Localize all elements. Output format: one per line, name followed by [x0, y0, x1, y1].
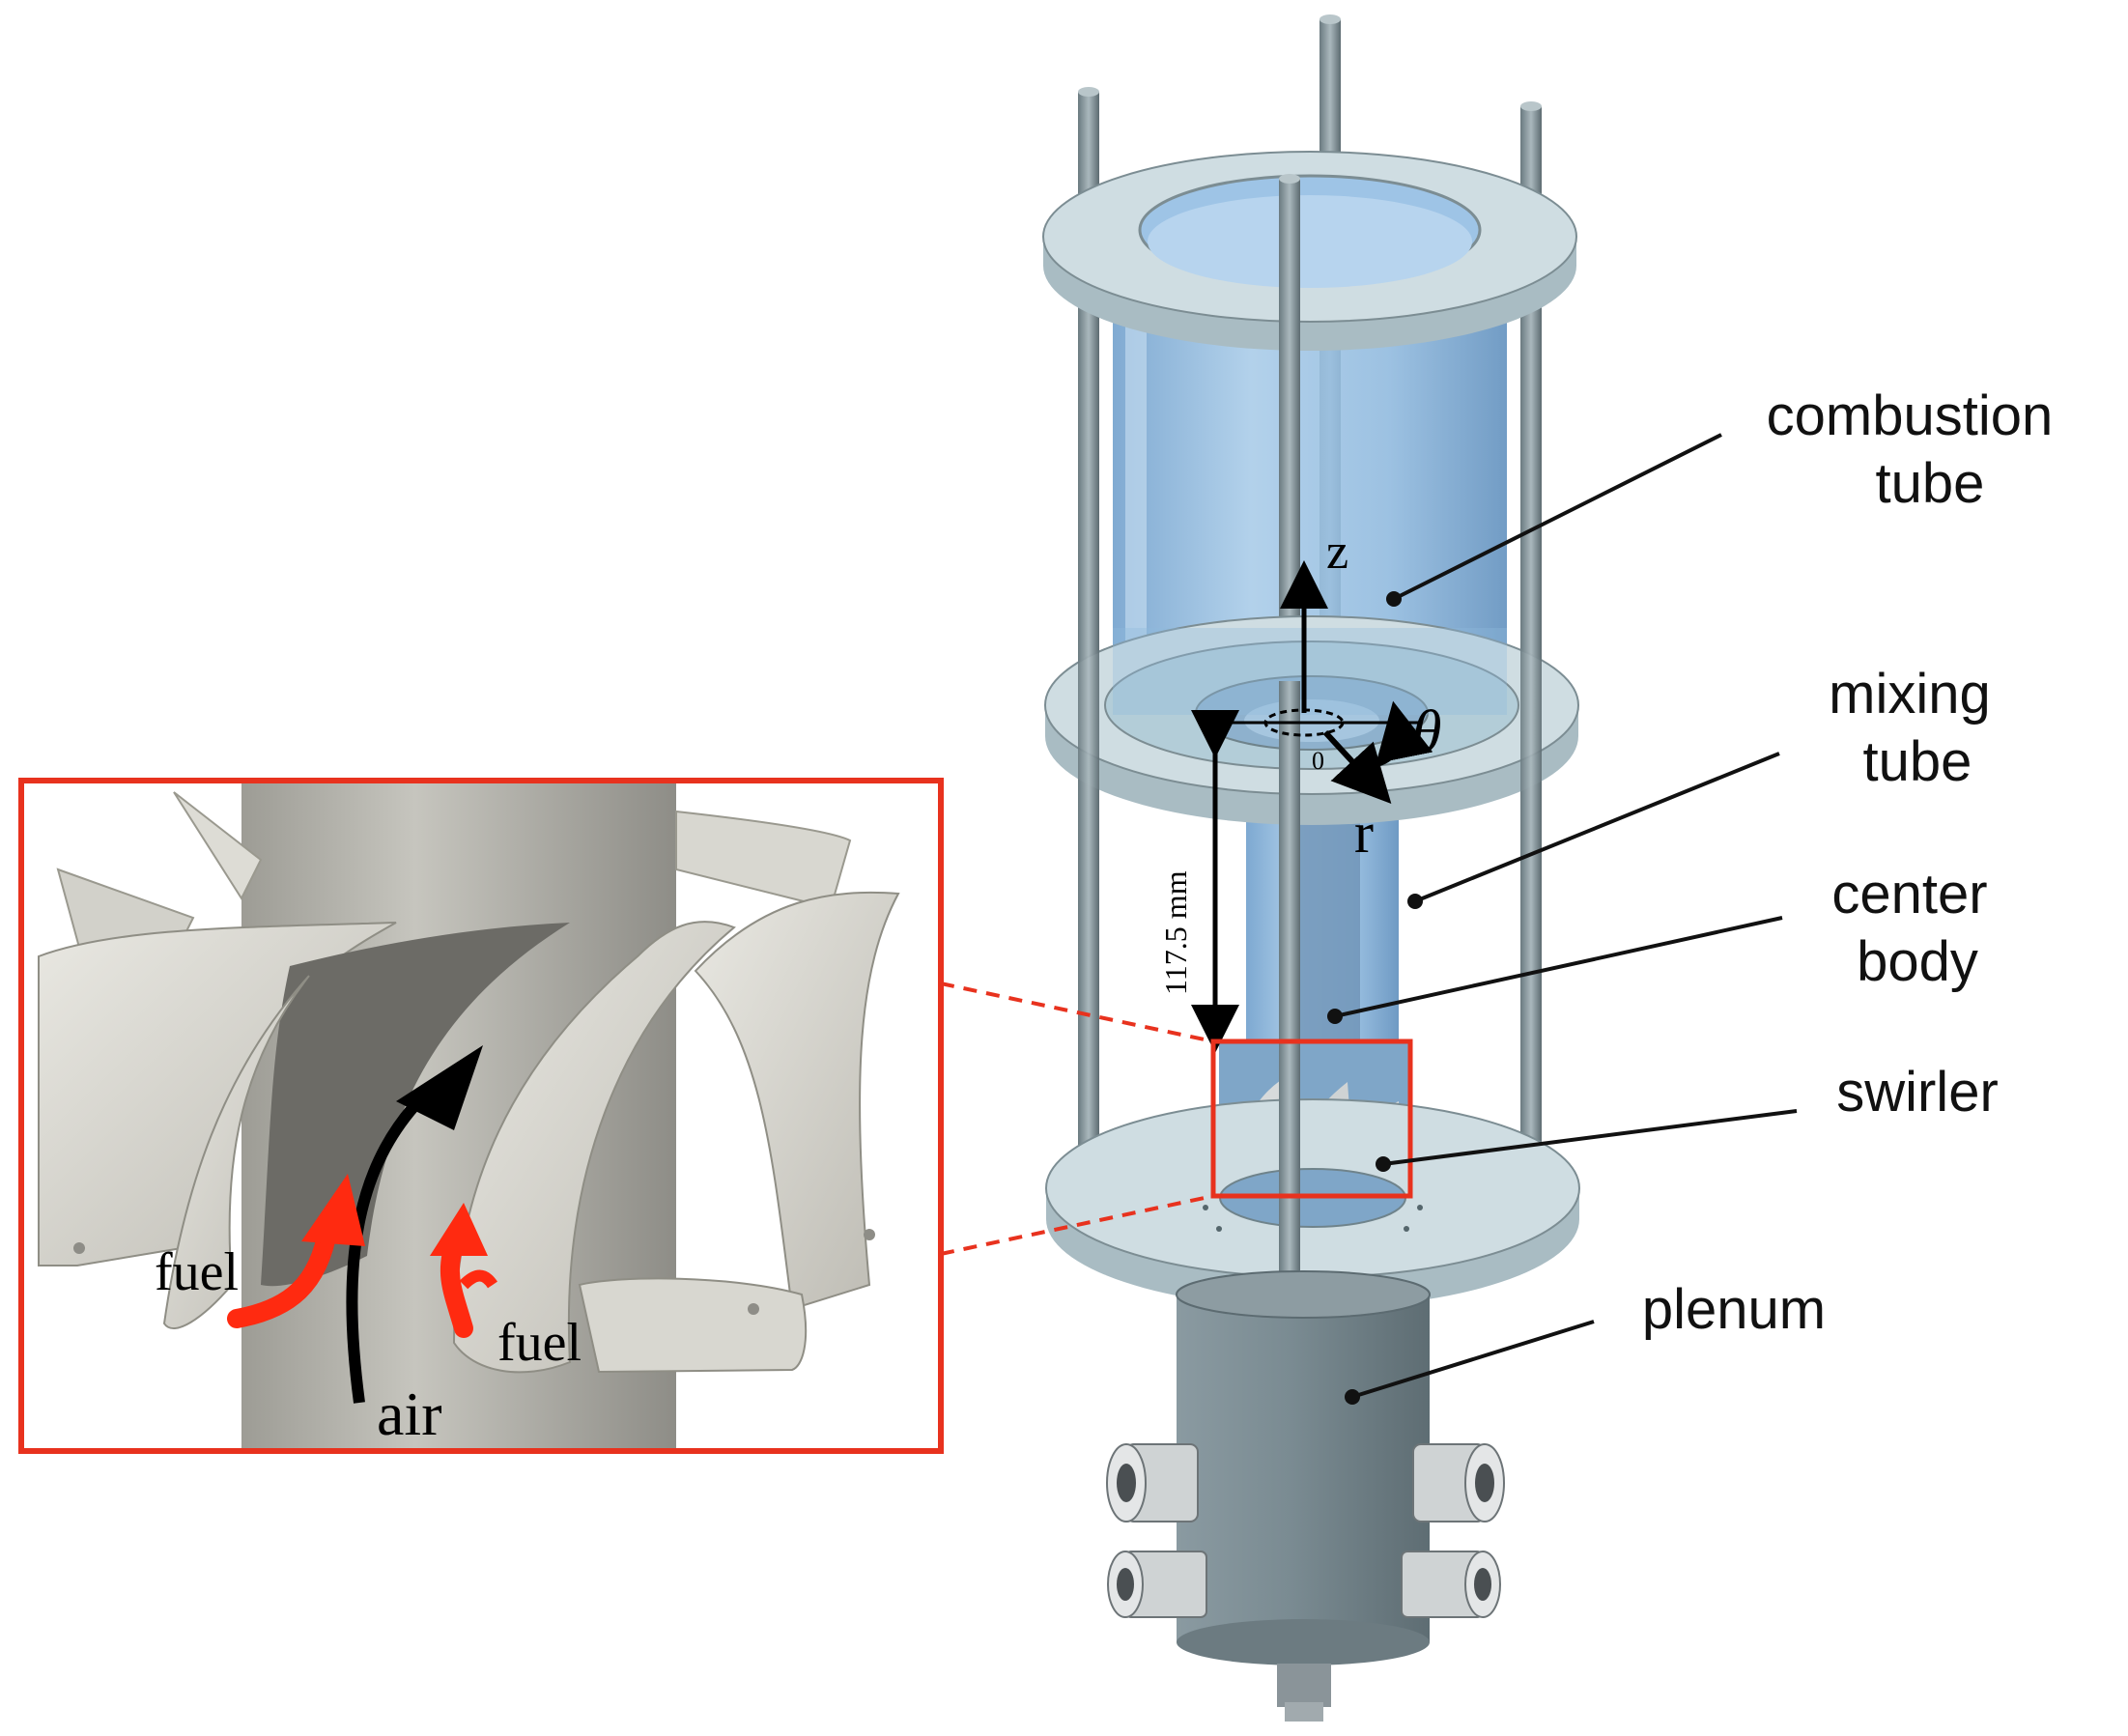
- axis-r-label: r: [1354, 801, 1374, 865]
- fuel-arrow-left: [227, 1217, 338, 1328]
- apparatus: [1042, 14, 1580, 1722]
- inset-fuel-left-label: fuel: [155, 1242, 239, 1302]
- rod-front-mid: [1279, 681, 1300, 1280]
- axis-origin-label: 0: [1312, 747, 1324, 775]
- inset-connector-bottom: [940, 1194, 1214, 1256]
- label-center-body: center body: [1831, 863, 2002, 993]
- label-plenum: plenum: [1642, 1278, 1826, 1341]
- rod-front-top: [1279, 179, 1300, 681]
- label-swirler: swirler: [1836, 1061, 1999, 1124]
- dimension-indicator: 117.5 mm: [1158, 710, 1239, 1053]
- axis-z-label: z: [1326, 525, 1348, 580]
- plenum: [1176, 1270, 1431, 1722]
- air-flow-arrow: [346, 1085, 435, 1404]
- inset-air-label: air: [377, 1380, 442, 1448]
- top-plate: [1042, 151, 1577, 351]
- fitting-icon: [1106, 1443, 1505, 1618]
- label-mixing-tube: mixing tube: [1829, 663, 2006, 793]
- callouts: combustion tube mixing tube center body …: [1327, 384, 2069, 1405]
- swirler-inset: fuel fuel air: [18, 778, 944, 1454]
- label-combustion-tube: combustion tube: [1767, 384, 2069, 515]
- inset-fuel-right-label: fuel: [497, 1313, 582, 1373]
- inset-frame: [18, 778, 944, 1454]
- rod-front-left: [1078, 599, 1099, 947]
- coordinate-axes: z θ r 0: [1215, 525, 1441, 865]
- inset-connector-top: [940, 982, 1214, 1043]
- dimension-label: 117.5 mm: [1158, 870, 1193, 995]
- swirler-highlight-box: [1210, 1039, 1413, 1199]
- axis-theta-label: θ: [1412, 699, 1441, 765]
- rod-front-right: [1520, 609, 1542, 947]
